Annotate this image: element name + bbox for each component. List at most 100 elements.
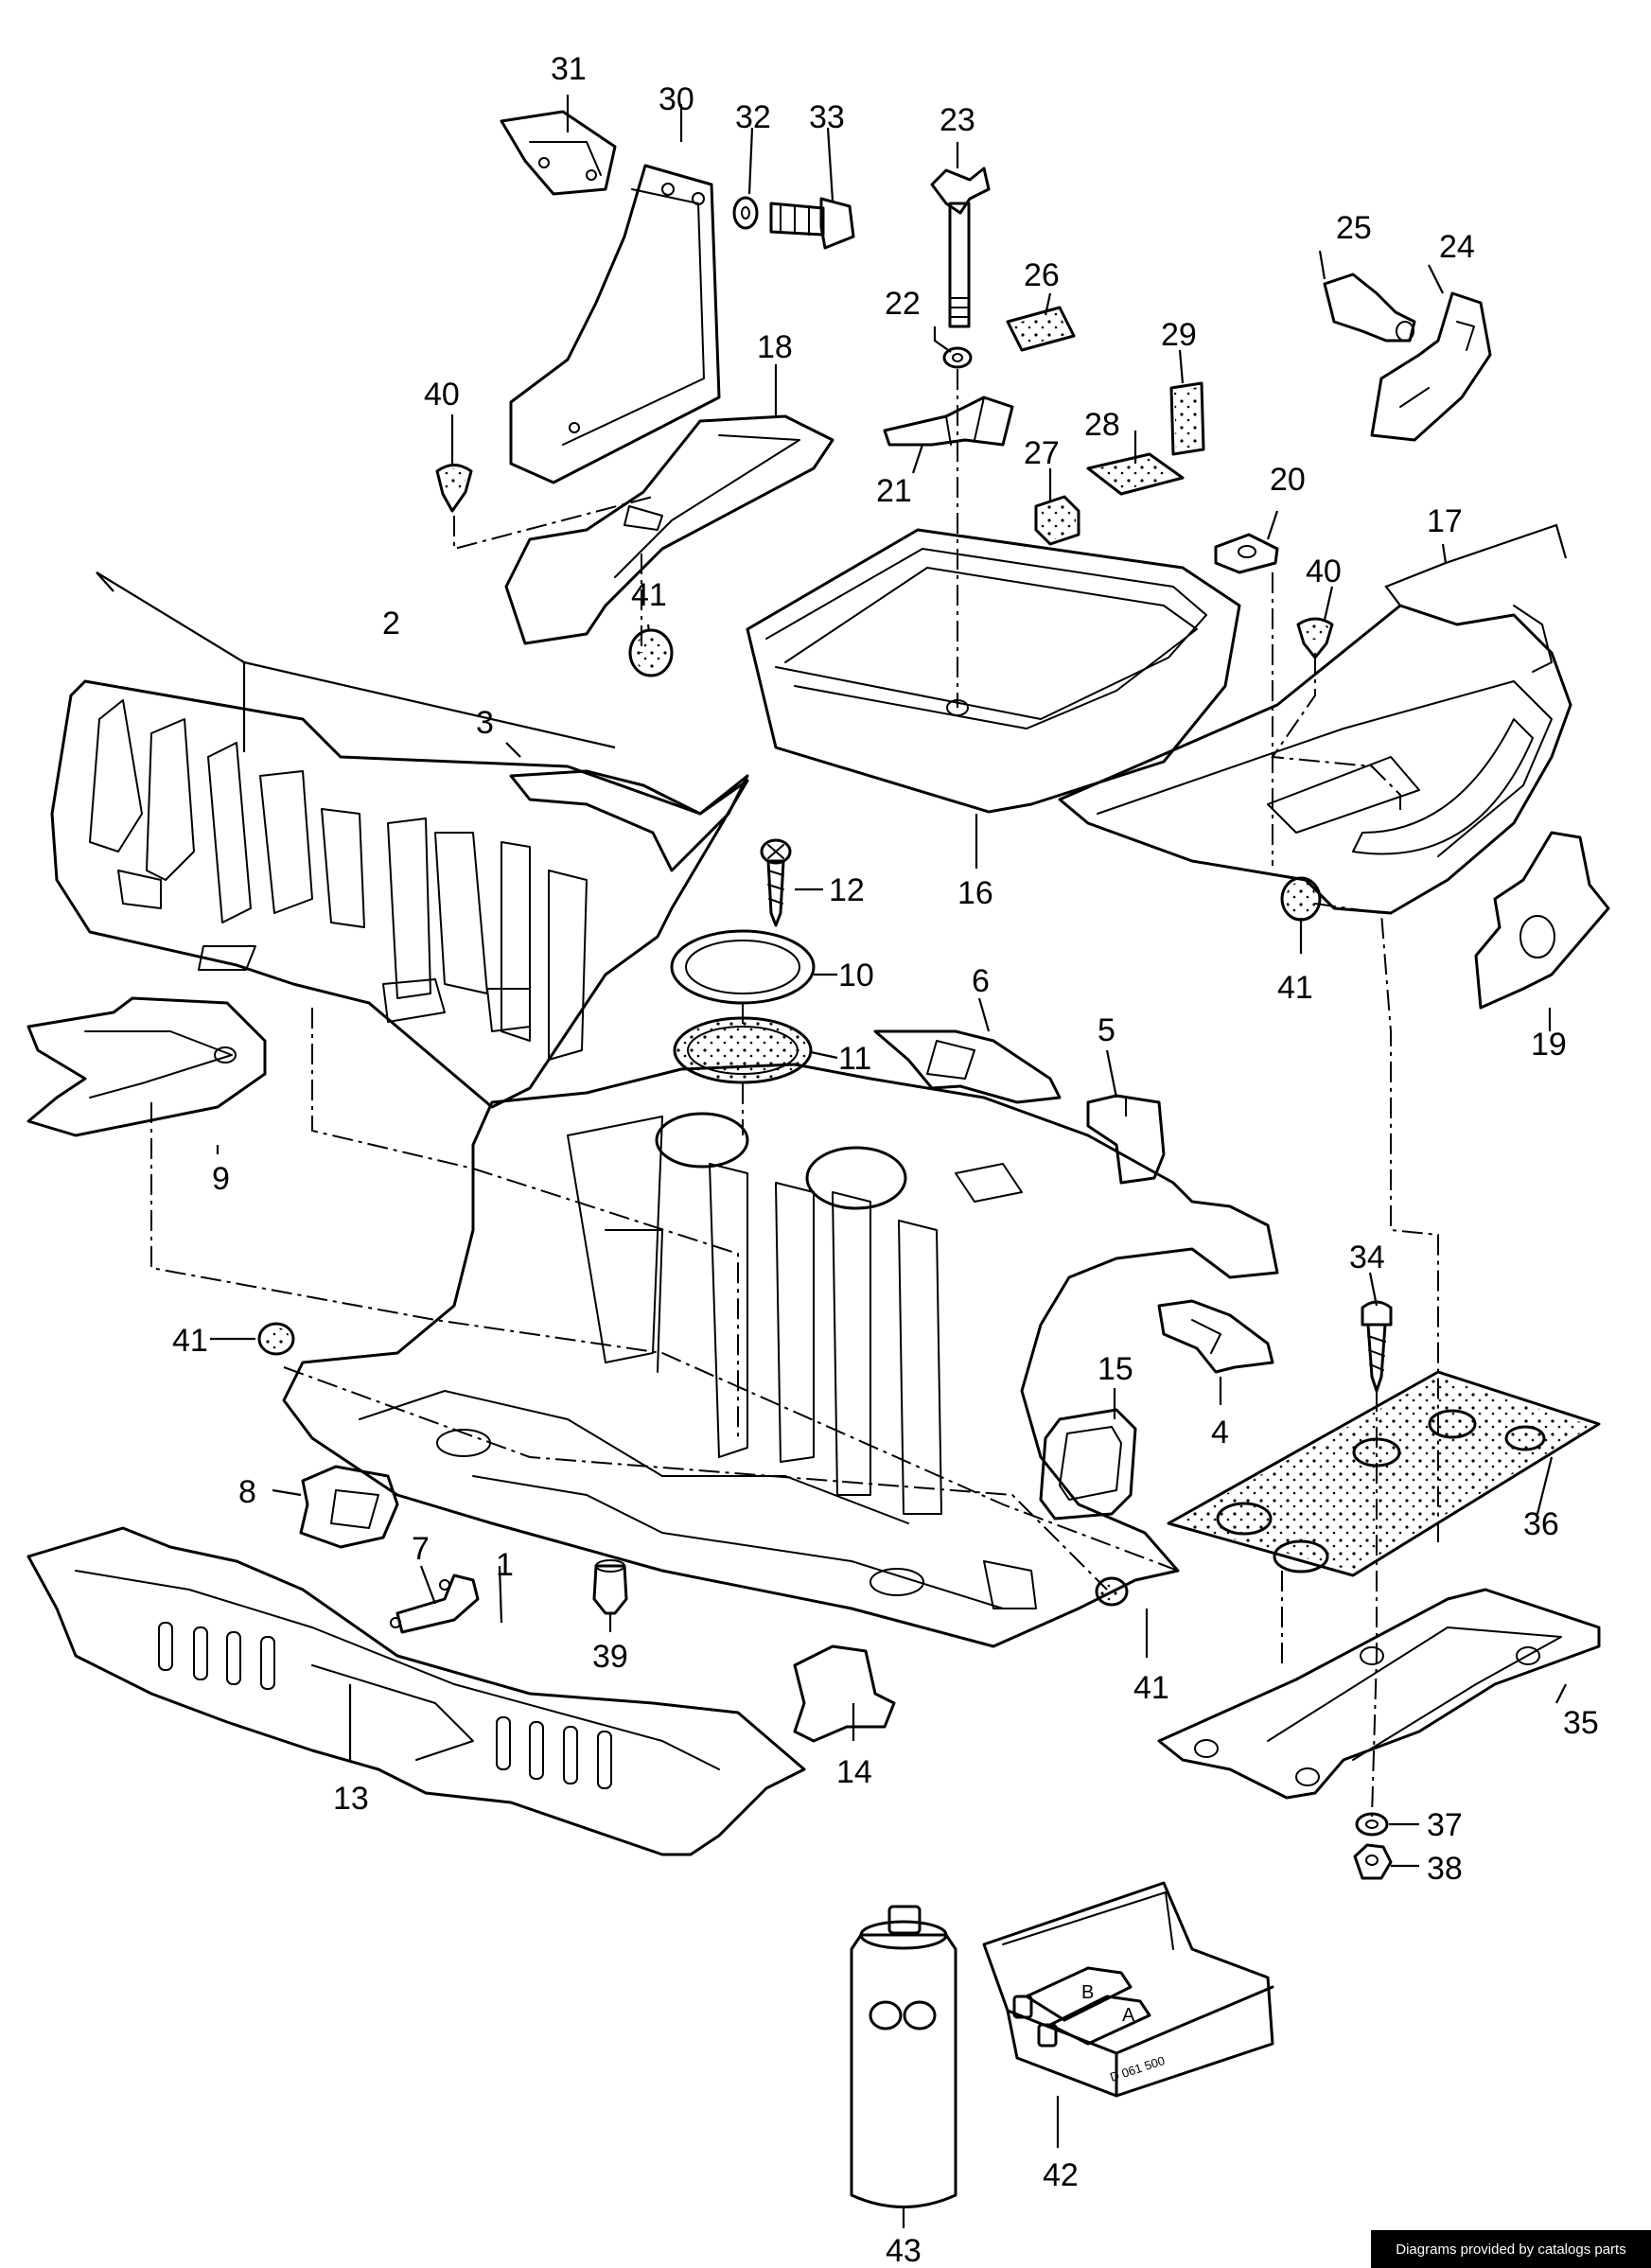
part-32-washer bbox=[732, 196, 759, 230]
part-19-corner-bracket bbox=[1474, 831, 1610, 1010]
callout-32: 32 bbox=[735, 99, 771, 135]
callout-30: 30 bbox=[659, 81, 694, 117]
callout-24: 24 bbox=[1439, 229, 1475, 265]
callout-16: 16 bbox=[957, 875, 993, 911]
callout-41-lower-right: 41 bbox=[1133, 1670, 1169, 1706]
callout-43: 43 bbox=[886, 2233, 922, 2268]
diagram-credit: Diagrams provided by catalogs parts bbox=[1371, 2230, 1651, 2268]
callout-13: 13 bbox=[333, 1781, 369, 1817]
part-21-bracket bbox=[883, 396, 1014, 447]
part-1-floor-pan bbox=[282, 1063, 1279, 1648]
part-35-crossmember bbox=[1157, 1588, 1601, 1800]
part-15-pad bbox=[1039, 1408, 1137, 1521]
part-26-pad bbox=[1006, 306, 1076, 352]
part-10-cover bbox=[670, 929, 816, 1005]
callout-35: 35 bbox=[1563, 1705, 1599, 1741]
part-22-washer bbox=[942, 346, 973, 369]
callout-8: 8 bbox=[238, 1474, 256, 1510]
callout-20: 20 bbox=[1270, 462, 1306, 498]
callout-27: 27 bbox=[1024, 435, 1060, 471]
part-7-bracket bbox=[390, 1574, 480, 1634]
callout-34: 34 bbox=[1349, 1239, 1385, 1275]
part-11-seal bbox=[673, 1016, 813, 1084]
callout-labels: 1 2 3 4 5 6 7 8 9 10 11 12 13 14 15 16 1… bbox=[172, 51, 1599, 2268]
part-14-bracket bbox=[793, 1644, 896, 1743]
callout-41-upper-left: 41 bbox=[631, 577, 667, 613]
part-29-strip bbox=[1169, 381, 1205, 456]
part-41-grommet-c bbox=[257, 1322, 295, 1356]
callout-7: 7 bbox=[412, 1531, 430, 1567]
callout-3: 3 bbox=[476, 705, 494, 741]
callout-18: 18 bbox=[757, 329, 793, 365]
callout-22: 22 bbox=[885, 286, 921, 322]
callout-41-upper-right: 41 bbox=[1277, 970, 1313, 1006]
part-23-hold-down-bolt bbox=[930, 167, 991, 328]
part-6-reinforcement bbox=[873, 1029, 1062, 1104]
part-8-bracket bbox=[299, 1465, 399, 1549]
part-38-nut bbox=[1353, 1843, 1393, 1880]
part-37-washer bbox=[1355, 1812, 1389, 1837]
callout-14: 14 bbox=[836, 1754, 872, 1790]
part-18-rail bbox=[504, 414, 834, 645]
callout-36: 36 bbox=[1523, 1506, 1559, 1542]
callout-26: 26 bbox=[1024, 257, 1060, 293]
callout-28: 28 bbox=[1084, 407, 1120, 443]
part-40-grommet-right bbox=[1296, 617, 1334, 659]
callout-6: 6 bbox=[972, 963, 990, 999]
part-12-screw bbox=[760, 838, 792, 927]
callout-11: 11 bbox=[838, 1041, 871, 1077]
tube-a-label: A bbox=[1122, 2005, 1135, 2026]
callout-2: 2 bbox=[382, 606, 400, 642]
part-28-pad bbox=[1086, 452, 1185, 496]
part-40-grommet-left bbox=[435, 464, 473, 513]
part-41-grommet-b bbox=[1280, 876, 1322, 922]
part-3-bracket bbox=[509, 769, 749, 872]
part-43-aerosol-can bbox=[850, 1905, 957, 2208]
part-34-screw bbox=[1361, 1300, 1393, 1393]
callout-40-left: 40 bbox=[424, 377, 460, 413]
callout-39: 39 bbox=[592, 1639, 628, 1675]
part-5-bracket bbox=[1086, 1094, 1166, 1185]
callout-33: 33 bbox=[809, 99, 845, 135]
part-39-stud bbox=[592, 1559, 628, 1615]
callout-37: 37 bbox=[1427, 1807, 1463, 1843]
part-20-plate bbox=[1214, 533, 1279, 574]
part-17-rear-section bbox=[1058, 604, 1572, 915]
callout-40-right: 40 bbox=[1306, 554, 1342, 589]
alignment-lines bbox=[150, 369, 1439, 1818]
callout-15: 15 bbox=[1098, 1351, 1133, 1387]
callout-29: 29 bbox=[1161, 317, 1197, 353]
callout-12: 12 bbox=[829, 872, 865, 908]
callout-5: 5 bbox=[1098, 1012, 1115, 1048]
part-2-crossmember-panel bbox=[50, 679, 749, 1109]
part-36-sound-mat bbox=[1167, 1370, 1601, 1577]
callout-21: 21 bbox=[876, 473, 912, 509]
part-42-adhesive-kit: B A D 061 500 bbox=[982, 1881, 1274, 2098]
part-4-bracket bbox=[1157, 1299, 1274, 1374]
callout-17: 17 bbox=[1427, 503, 1463, 539]
callout-23: 23 bbox=[940, 102, 975, 138]
part-41-grommet-a bbox=[628, 628, 674, 677]
callout-25: 25 bbox=[1336, 210, 1372, 246]
callout-4: 4 bbox=[1211, 1415, 1229, 1450]
callout-9: 9 bbox=[212, 1161, 230, 1197]
callout-10: 10 bbox=[838, 958, 874, 993]
part-27-block bbox=[1034, 495, 1080, 546]
callout-1: 1 bbox=[496, 1547, 514, 1583]
callout-41-lower-left: 41 bbox=[172, 1323, 208, 1359]
part-31-clip bbox=[500, 110, 617, 196]
tube-b-label: B bbox=[1081, 1982, 1094, 2003]
part-25-clamp bbox=[1323, 273, 1416, 343]
callout-19: 19 bbox=[1531, 1027, 1567, 1063]
leader-lines bbox=[96, 95, 1568, 2228]
part-13-sill-panel bbox=[26, 1526, 806, 1856]
part-24-bracket bbox=[1370, 291, 1492, 442]
part-16-spare-wheel-well bbox=[746, 528, 1241, 814]
callout-31: 31 bbox=[551, 51, 587, 87]
callout-42: 42 bbox=[1043, 2157, 1079, 2193]
part-9-support bbox=[26, 996, 267, 1137]
callout-38: 38 bbox=[1427, 1851, 1463, 1887]
part-30-bracket bbox=[509, 164, 721, 484]
part-33-bolt bbox=[769, 197, 855, 250]
